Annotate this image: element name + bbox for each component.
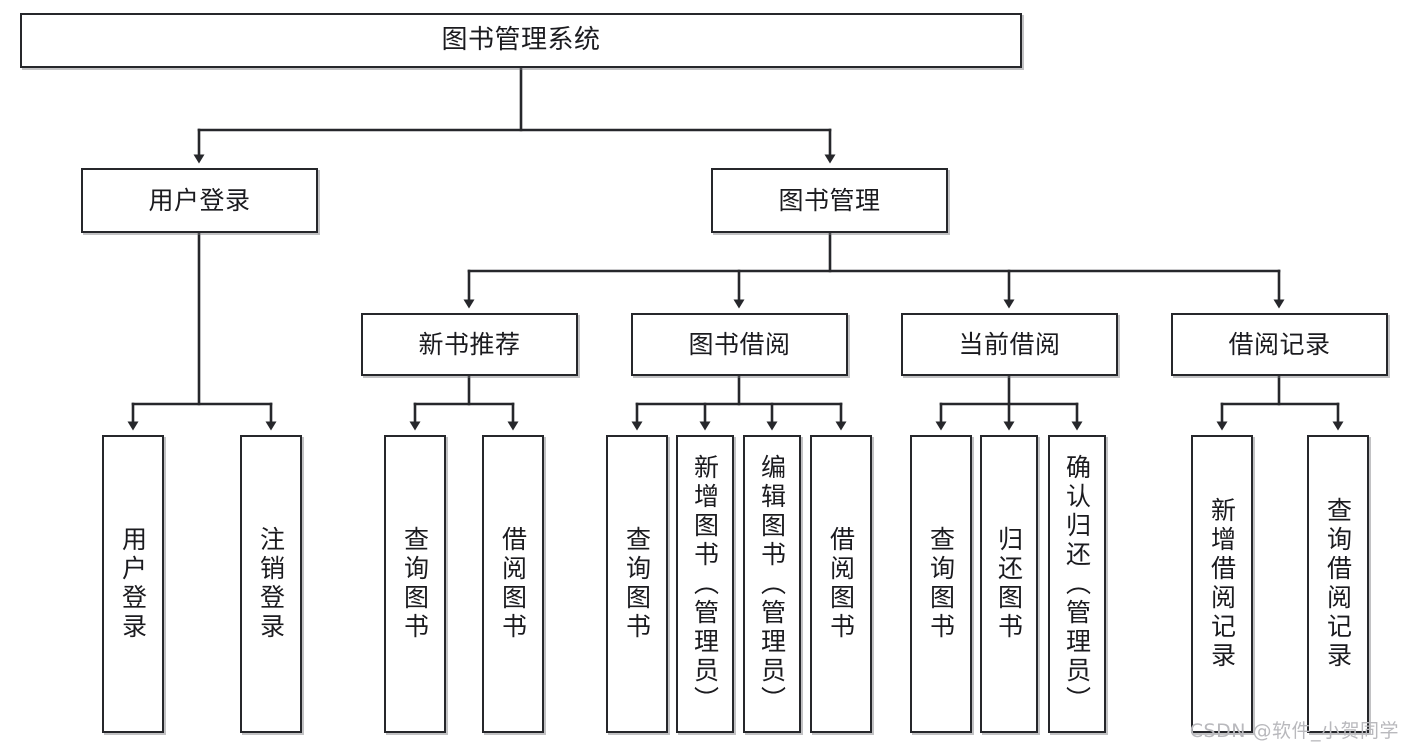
node-label: 借阅记录 [1228,329,1331,359]
node-label: 图书管理 [778,185,881,215]
watermark-text: CSDN @软件_小贺同学 [1189,720,1399,742]
node-leaf-add-book[interactable]: 新增图书（管理员） [676,435,734,733]
node-user-login[interactable]: 用户登录 [81,168,318,233]
node-leaf-query-book-1[interactable]: 查询图书 [384,435,446,733]
node-leaf-return-book[interactable]: 归还图书 [980,435,1038,733]
node-label: 用户登录 [148,185,251,215]
node-label: 查询图书 [622,526,652,642]
node-book-borrow[interactable]: 图书借阅 [631,313,848,376]
node-leaf-add-record[interactable]: 新增借阅记录 [1191,435,1253,733]
node-current-borrow[interactable]: 当前借阅 [901,313,1118,376]
node-label: 图书借阅 [688,329,791,359]
node-leaf-logout-login[interactable]: 注销登录 [240,435,302,733]
node-label: 注销登录 [256,526,286,642]
node-new-book-recommend[interactable]: 新书推荐 [361,313,578,376]
node-label: 图书管理系统 [441,24,601,55]
node-leaf-borrow-book-2[interactable]: 借阅图书 [810,435,872,733]
node-label: 当前借阅 [958,329,1061,359]
node-label: 新增借阅记录 [1207,497,1237,671]
node-leaf-query-book-3[interactable]: 查询图书 [910,435,972,733]
node-label: 查询图书 [400,526,430,642]
node-leaf-query-book-2[interactable]: 查询图书 [606,435,668,733]
node-label: 借阅图书 [498,526,528,642]
node-label: 借阅图书 [826,526,856,642]
node-leaf-edit-book[interactable]: 编辑图书（管理员） [743,435,801,733]
node-label: 用户登录 [118,526,148,642]
node-label: 查询图书 [926,526,956,642]
node-label: 归还图书 [994,526,1024,642]
node-book-management[interactable]: 图书管理 [711,168,948,233]
node-leaf-query-record[interactable]: 查询借阅记录 [1307,435,1369,733]
node-label: 确认归还（管理员） [1062,453,1092,715]
node-leaf-borrow-book-1[interactable]: 借阅图书 [482,435,544,733]
node-leaf-confirm-return[interactable]: 确认归还（管理员） [1048,435,1106,733]
node-label: 编辑图书（管理员） [757,453,787,715]
node-label: 查询借阅记录 [1323,497,1353,671]
node-label: 新增图书（管理员） [690,453,720,715]
node-borrow-record[interactable]: 借阅记录 [1171,313,1388,376]
node-leaf-user-login[interactable]: 用户登录 [102,435,164,733]
node-root-system[interactable]: 图书管理系统 [20,13,1022,68]
node-label: 新书推荐 [418,329,521,359]
